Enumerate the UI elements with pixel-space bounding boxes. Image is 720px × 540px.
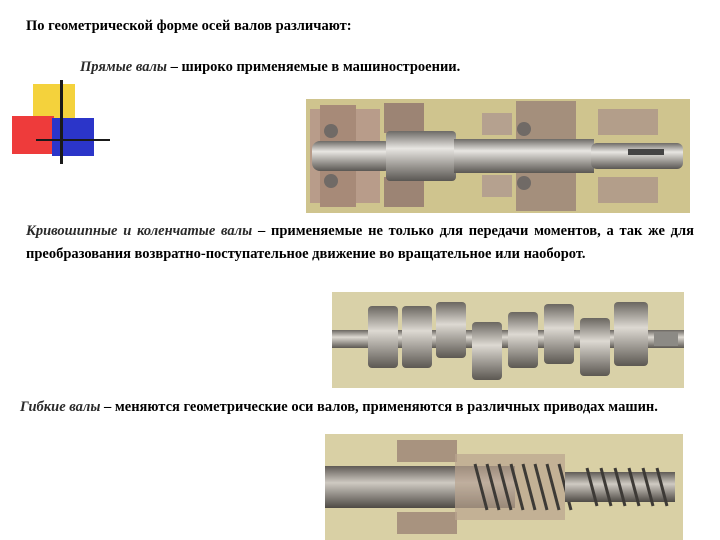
straight-shafts-description: – широко применяемые в машиностроении. (167, 59, 461, 75)
page-heading: По геометрической форме осей валов разли… (26, 18, 352, 34)
flexible-shaft-image (325, 434, 683, 540)
crank-shafts-description: – применяемые не только для передачи мом… (26, 223, 694, 262)
straight-shafts-item: Прямые валы – широко применяемые в машин… (80, 59, 460, 76)
corner-ornament (12, 80, 110, 164)
straight-shafts-term: Прямые валы (80, 59, 167, 75)
crank-shafts-term: Кривошипные и коленчатые валы (26, 223, 253, 239)
flexible-shafts-term: Гибкие валы (20, 399, 101, 415)
flexible-shafts-description: – меняются геометрические оси валов, при… (100, 399, 658, 415)
crankshaft-image (332, 292, 684, 388)
straight-shaft-image (306, 99, 690, 213)
crank-shafts-item: Кривошипные и коленчатые валы – применяе… (26, 220, 694, 266)
flexible-shafts-item: Гибкие валы – меняются геометрические ос… (20, 396, 688, 419)
